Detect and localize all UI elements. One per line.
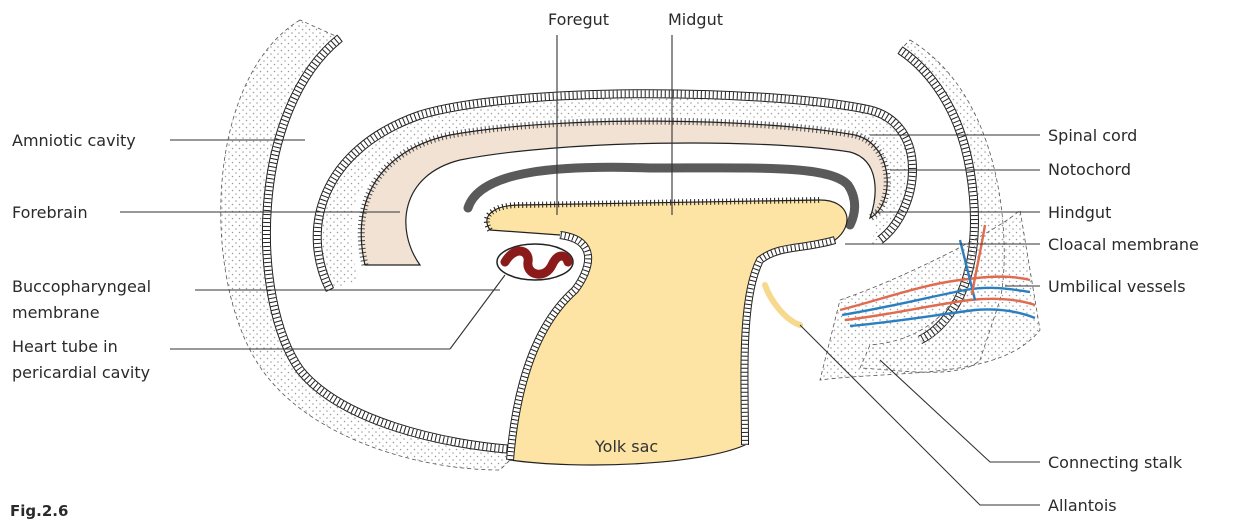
label-amniotic-cavity: Amniotic cavity bbox=[12, 131, 136, 150]
label-allantois: Allantois bbox=[1048, 496, 1117, 515]
label-midgut: Midgut bbox=[668, 10, 723, 29]
figure-label: Fig.2.6 bbox=[10, 502, 68, 520]
label-buccopharyngeal-line1: Buccopharyngeal bbox=[12, 277, 151, 296]
label-cloacal-membrane: Cloacal membrane bbox=[1048, 235, 1199, 254]
allantois bbox=[765, 285, 800, 325]
label-foregut: Foregut bbox=[548, 10, 609, 29]
label-umbilical-vessels: Umbilical vessels bbox=[1048, 277, 1186, 296]
label-hindgut: Hindgut bbox=[1048, 203, 1111, 222]
label-heart-tube-line2: pericardial cavity bbox=[12, 363, 150, 382]
connecting-stalk bbox=[820, 210, 1040, 380]
label-connecting-stalk: Connecting stalk bbox=[1048, 453, 1183, 472]
label-heart-tube-line1: Heart tube in bbox=[12, 337, 118, 356]
label-buccopharyngeal-line2: membrane bbox=[12, 303, 100, 322]
label-yolk-sac: Yolk sac bbox=[594, 437, 658, 456]
label-forebrain: Forebrain bbox=[12, 203, 88, 222]
pericardial-cavity bbox=[497, 244, 573, 280]
label-spinal-cord: Spinal cord bbox=[1048, 126, 1137, 145]
gut-and-yolk-sac bbox=[487, 200, 847, 465]
label-notochord: Notochord bbox=[1048, 160, 1131, 179]
